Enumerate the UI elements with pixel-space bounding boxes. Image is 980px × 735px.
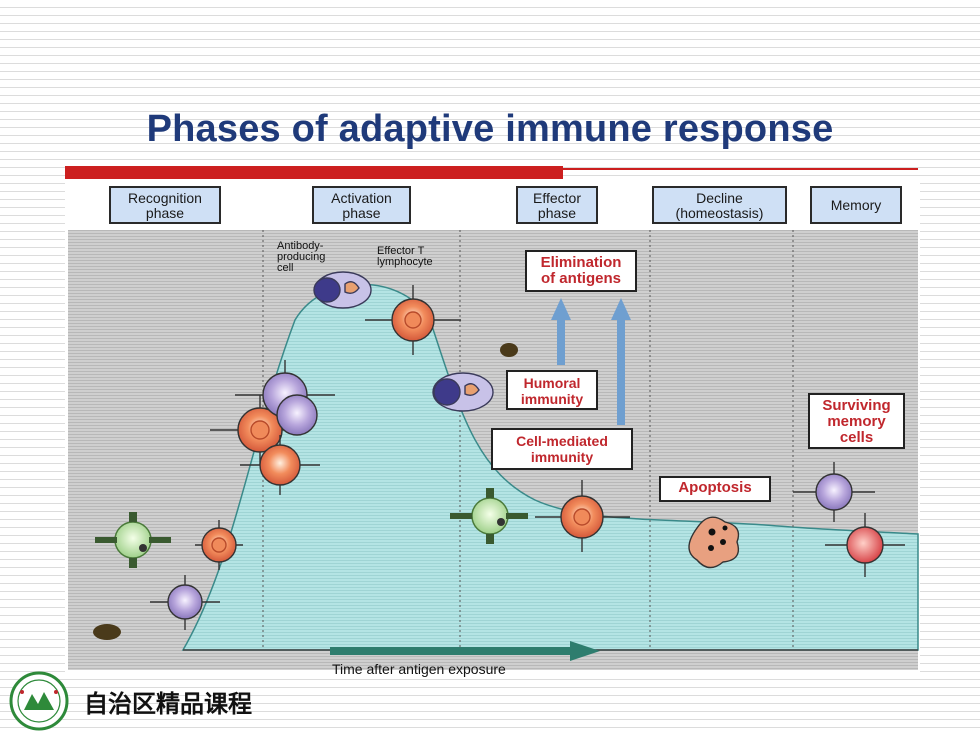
phase-activation: Activation phase xyxy=(312,186,411,224)
phase-recognition-line1: Recognition xyxy=(128,190,202,206)
cell-mediated-line2: immunity xyxy=(530,449,594,465)
memory-cell-1 xyxy=(793,462,875,522)
humoral-line1: Humoral xyxy=(523,375,581,391)
elimination-arrow-right-head xyxy=(611,298,631,320)
plasma-cell-2 xyxy=(432,372,494,412)
phase-decline-line2: (homeostasis) xyxy=(675,205,764,221)
phase-decline-line1: Decline xyxy=(696,190,743,206)
surviving-memory-label: Surviving memory cells xyxy=(808,393,905,449)
elimination-line2: of antigens xyxy=(540,270,621,287)
title-thin-rule xyxy=(563,168,918,170)
surviving-line3: cells xyxy=(839,429,874,446)
phase-recognition-line2: phase xyxy=(145,205,185,221)
b-cell-1 xyxy=(150,575,220,630)
cell-mediated-line1: Cell-mediated xyxy=(516,433,608,449)
t-cell-1 xyxy=(195,520,243,570)
t-cell-2 xyxy=(210,395,310,465)
antibody-cell-label-2: producing xyxy=(277,251,326,263)
university-seal-icon xyxy=(9,671,69,731)
effector-t-label-2: lymphocyte xyxy=(377,256,433,268)
antigen-blob-1 xyxy=(93,624,121,640)
elimination-line1: Elimination xyxy=(540,254,622,271)
humoral-label: Humoral immunity xyxy=(506,370,598,410)
phase-effector: Effector phase xyxy=(516,186,598,224)
t-cell-4 xyxy=(365,285,461,355)
b-cell-2 xyxy=(235,360,335,436)
page-title: Phases of adaptive immune response xyxy=(146,108,834,150)
phase-memory-label: Memory xyxy=(830,197,882,213)
elimination-arrow-left-head xyxy=(551,298,571,320)
course-label: 自治区精品课程 xyxy=(84,690,252,718)
surviving-line2: memory xyxy=(827,413,886,430)
x-axis-label: Time after antigen exposure xyxy=(332,661,506,677)
antigen-presenting-cell-2 xyxy=(450,488,528,544)
humoral-line2: immunity xyxy=(520,391,584,407)
phase-memory: Memory xyxy=(810,186,902,224)
title-red-rule xyxy=(65,166,563,179)
antigen-blob-2 xyxy=(500,343,518,357)
phase-activation-line2: phase xyxy=(342,205,381,221)
memory-cell-2 xyxy=(825,513,905,577)
time-arrow-head xyxy=(570,641,600,661)
phase-recognition: Recognition phase xyxy=(109,186,221,224)
phase-effector-line2: phase xyxy=(537,205,577,221)
phase-activation-line1: Activation xyxy=(331,190,392,206)
apoptotic-cell xyxy=(688,516,740,569)
elimination-label: Elimination of antigens xyxy=(525,250,637,292)
effector-t-label: Effector T lymphocyte xyxy=(377,246,433,268)
antigen-presenting-cell-1 xyxy=(95,512,171,568)
antibody-cell-label-1: Antibody- xyxy=(277,240,324,252)
antibody-cell-label-3: cell xyxy=(277,262,294,274)
t-cell-3 xyxy=(240,435,320,495)
immune-response-figure: Recognition phase Activation phase Effec… xyxy=(65,180,920,677)
apoptosis-label: Apoptosis xyxy=(659,476,771,502)
elimination-arrow-right xyxy=(617,320,625,425)
t-cell-5 xyxy=(535,480,630,552)
phase-effector-line1: Effector xyxy=(533,190,581,206)
elimination-arrow-left xyxy=(557,320,565,365)
phase-decline: Decline (homeostasis) xyxy=(652,186,787,224)
cell-mediated-label: Cell-mediated immunity xyxy=(491,428,633,470)
surviving-line1: Surviving xyxy=(822,397,891,414)
figure-graphic xyxy=(68,230,919,670)
antibody-cell-label: Antibody- producing cell xyxy=(277,241,325,274)
apoptosis-text: Apoptosis xyxy=(678,479,752,496)
effector-t-label-1: Effector T xyxy=(377,245,425,257)
plasma-cell-1 xyxy=(313,271,372,309)
time-arrow-shaft xyxy=(330,647,570,655)
